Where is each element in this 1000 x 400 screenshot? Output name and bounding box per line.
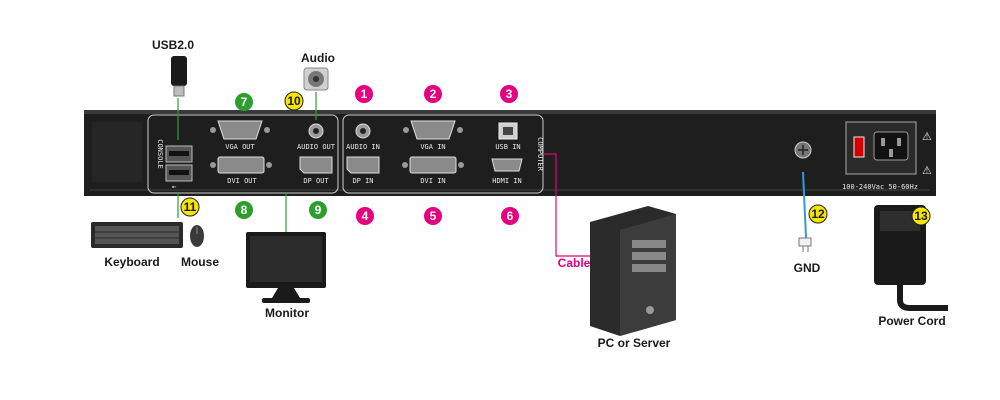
callout-5: 5 xyxy=(424,207,442,225)
callout-9: 9 xyxy=(309,201,327,219)
connection-lines xyxy=(177,92,807,257)
dp-in-label: DP IN xyxy=(352,177,373,185)
dvi-out-port xyxy=(210,156,272,174)
pc-tower xyxy=(590,206,676,336)
callout-6: 6 xyxy=(501,207,519,225)
vga-out-label: VGA OUT xyxy=(225,143,255,151)
warning-icon-2: ⚠ xyxy=(922,165,932,177)
mouse xyxy=(190,225,204,247)
callout-number: 7 xyxy=(241,95,248,109)
callout-number: 4 xyxy=(362,209,369,223)
callout-4: 4 xyxy=(356,207,374,225)
audio-in-port xyxy=(355,123,371,139)
callout-3: 3 xyxy=(500,85,518,103)
hdmi-in-label: HDMI IN xyxy=(492,177,522,185)
audio-out-label: AUDIO OUT xyxy=(297,143,336,151)
audio-in-label: AUDIO IN xyxy=(346,143,380,151)
dvi-in-label: DVI IN xyxy=(420,177,445,185)
callout-12: 12 xyxy=(808,204,828,224)
callout-number: 2 xyxy=(430,87,437,101)
callout-number: 3 xyxy=(506,87,513,101)
callout-number: 5 xyxy=(430,209,437,223)
monitor xyxy=(246,232,326,303)
power-cord xyxy=(874,205,948,311)
ground-terminal xyxy=(794,141,812,159)
usb-stick xyxy=(171,56,187,97)
dvi-out-label: DVI OUT xyxy=(227,177,257,185)
console-panel-frame xyxy=(147,114,339,194)
power-rating-label: 100-240Vac 50-60Hz xyxy=(842,183,918,191)
gnd-wire xyxy=(802,171,807,239)
monitor-label: Monitor xyxy=(265,306,309,320)
mouse-label: Mouse xyxy=(181,255,219,269)
audio-out-port xyxy=(308,123,324,139)
callout-number: 11 xyxy=(184,200,197,214)
callout-number: 9 xyxy=(315,203,322,217)
cable-label: Cable xyxy=(558,256,591,270)
callout-number: 10 xyxy=(287,94,301,108)
dp-out-label: DP OUT xyxy=(303,177,329,185)
power-inlet xyxy=(845,121,917,175)
callout-number: 1 xyxy=(361,87,368,101)
keyboard-label: Keyboard xyxy=(104,255,159,269)
svg-text:⟜: ⟜ xyxy=(172,183,177,191)
usb-stick-label: USB2.0 xyxy=(152,38,194,52)
usb-in-label: USB IN xyxy=(495,143,520,151)
callout-8: 8 xyxy=(235,201,253,219)
hdmi-in-port xyxy=(491,158,523,172)
audio-label: Audio xyxy=(301,51,335,65)
dp-out-port xyxy=(299,156,333,174)
usb-in-port xyxy=(498,122,518,140)
vga-in-label: VGA IN xyxy=(420,143,445,151)
callout-number: 13 xyxy=(914,209,928,223)
vga-out-port xyxy=(210,120,270,140)
console-usb-ports: ⟜ xyxy=(165,145,193,191)
pc-label: PC or Server xyxy=(598,336,671,350)
dp-in-port xyxy=(346,156,380,174)
computer-label: COMPUTER xyxy=(536,137,544,172)
audio-speaker xyxy=(303,67,329,91)
keyboard xyxy=(91,222,183,248)
callout-number: 6 xyxy=(507,209,514,223)
gnd-plug xyxy=(798,237,812,252)
callout-number: 12 xyxy=(811,207,825,221)
power-cord-label: Power Cord xyxy=(878,314,945,328)
vga-in-port xyxy=(403,120,463,140)
callout-1: 1 xyxy=(355,85,373,103)
callout-13: 13 xyxy=(911,206,931,226)
computer-cable-line xyxy=(543,153,590,257)
callout-7: 7 xyxy=(235,93,253,111)
callout-2: 2 xyxy=(424,85,442,103)
console-label: CONSOLE xyxy=(156,139,164,169)
callout-11: 11 xyxy=(180,197,200,217)
callout-number: 8 xyxy=(241,203,248,217)
callout-10: 10 xyxy=(284,91,304,111)
dvi-in-port xyxy=(402,156,464,174)
warning-icon: ⚠ xyxy=(922,131,932,143)
gnd-label: GND xyxy=(794,261,821,275)
